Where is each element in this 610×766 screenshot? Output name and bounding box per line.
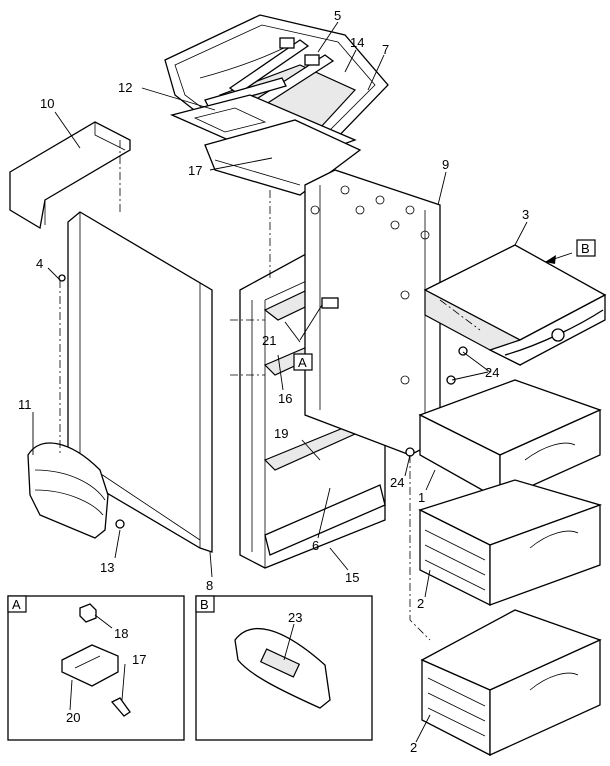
side-cover — [9, 121, 131, 230]
callout-11: 11 — [18, 397, 32, 412]
callout-1: 1 — [418, 490, 425, 505]
callout-10: 10 — [40, 96, 54, 111]
tray-straps — [204, 37, 335, 109]
callout-13: 13 — [100, 560, 114, 575]
inset-b-label: B — [200, 597, 209, 612]
detail-ref-a-label: A — [298, 355, 307, 370]
callout-21: 21 — [262, 333, 276, 348]
callout-numbers: 1 2 2 3 4 5 6 7 8 9 10 11 12 13 14 15 16… — [18, 8, 529, 755]
callout-9: 9 — [442, 157, 449, 172]
hardware — [58, 274, 468, 529]
callout-16: 16 — [278, 391, 292, 406]
callout-8: 8 — [206, 578, 213, 593]
callout-18: 18 — [114, 626, 128, 641]
callout-12: 12 — [118, 80, 132, 95]
drawer-1 — [418, 379, 602, 502]
inset-a-label: A — [12, 597, 21, 612]
callout-2b: 2 — [410, 740, 417, 755]
callout-24a: 24 — [485, 365, 499, 380]
top-drawer — [423, 244, 607, 366]
front-bumper — [27, 442, 109, 539]
callout-23: 23 — [288, 610, 302, 625]
inset-b: B 23 — [195, 595, 373, 741]
detail-ref-b: B — [545, 239, 596, 264]
callout-19: 19 — [274, 426, 288, 441]
inset-a: A 18 17 20 — [7, 595, 185, 741]
callout-15: 15 — [345, 570, 359, 585]
callout-20: 20 — [66, 710, 80, 725]
callout-5: 5 — [334, 8, 341, 23]
callout-14: 14 — [350, 35, 364, 50]
drawer-2-upper — [418, 479, 603, 607]
callout-24b: 24 — [390, 475, 404, 490]
callout-4: 4 — [36, 256, 43, 271]
callout-17b: 17 — [132, 652, 146, 667]
detail-ref-b-label: B — [581, 241, 590, 256]
callout-2a: 2 — [417, 596, 424, 611]
callout-6: 6 — [312, 538, 319, 553]
callout-3: 3 — [522, 207, 529, 222]
leader-lines — [32, 21, 573, 743]
callout-7: 7 — [382, 42, 389, 57]
drawer-2-lower — [420, 609, 602, 757]
detail-ref-a: A — [293, 353, 313, 371]
callout-17: 17 — [188, 163, 202, 178]
alignment-lines — [59, 140, 481, 641]
rear-frame — [304, 169, 441, 456]
